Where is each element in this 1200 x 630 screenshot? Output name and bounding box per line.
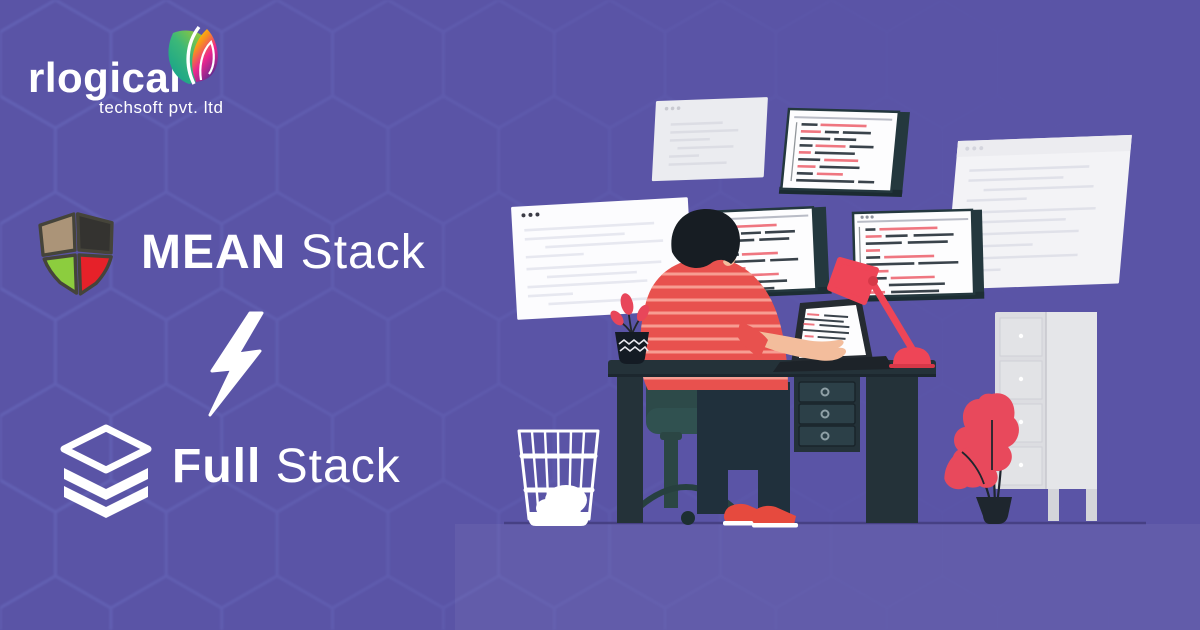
torso <box>640 258 788 390</box>
desk-lamp <box>827 257 935 368</box>
developer <box>640 208 798 528</box>
shoes <box>723 503 798 528</box>
full-stack-title: Full Stack <box>172 443 401 491</box>
desk-plant <box>610 293 650 364</box>
forearm-hand <box>748 330 847 361</box>
brand-tagline: techsoft pvt. ltd <box>99 98 224 117</box>
full-title-light: Stack <box>275 440 401 493</box>
browser-window-right <box>945 134 1132 290</box>
floor <box>455 521 1200 630</box>
waste-basket <box>517 429 600 526</box>
browser-window-small <box>651 97 768 182</box>
storage-cabinet <box>995 312 1097 521</box>
desk-drawers <box>798 381 856 447</box>
lightning-bolt-icon <box>208 311 264 417</box>
mean-title-light: Stack <box>300 226 426 279</box>
mean-title-bold: MEAN <box>141 226 287 279</box>
rainbow-leaf-icon <box>168 25 218 85</box>
hair <box>671 208 740 268</box>
head <box>671 208 740 268</box>
code-monitor-top <box>778 107 910 197</box>
brand-name: rlogical <box>28 54 182 101</box>
desk <box>608 360 936 523</box>
mean-shield-icon <box>38 212 114 296</box>
legs <box>697 382 790 514</box>
mean-stack-title: MEAN Stack <box>141 229 426 277</box>
potted-plant <box>944 393 1019 524</box>
full-title-bold: Full <box>172 440 262 493</box>
sleeve <box>737 322 768 358</box>
browser-window-big-left <box>511 197 694 320</box>
layers-stack-icon <box>60 424 152 518</box>
